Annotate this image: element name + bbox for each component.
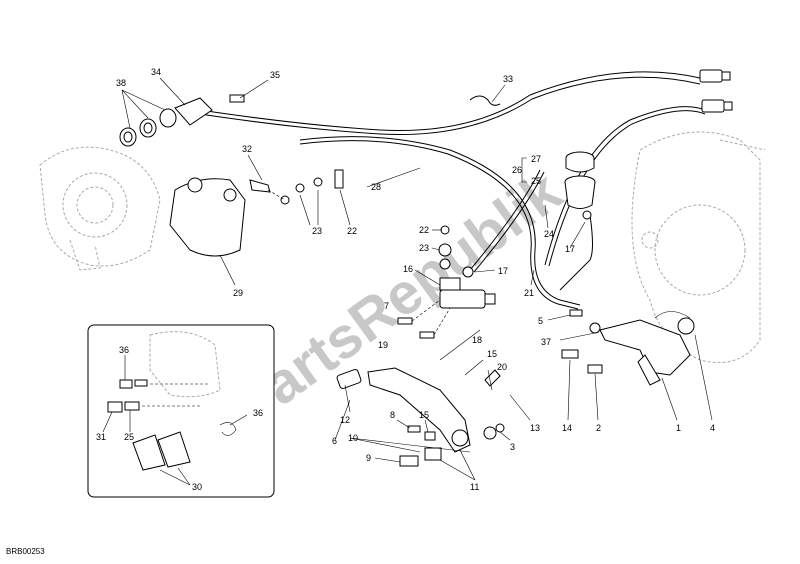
callout-29: 29 (233, 288, 243, 298)
callout-10: 10 (348, 433, 358, 443)
callout-25-inset: 25 (124, 432, 134, 442)
fluid-reservoir (521, 151, 596, 220)
callout-33: 33 (503, 74, 513, 84)
hose-clip (469, 95, 501, 106)
callout-7: 7 (384, 301, 389, 311)
callout-2: 2 (596, 423, 601, 433)
brake-pedal (336, 367, 505, 467)
callout-20: 20 (497, 362, 507, 372)
inset-detail-box (87, 324, 275, 498)
callout-5: 5 (538, 316, 543, 326)
callout-17-mid: 17 (498, 266, 508, 276)
callout-1: 1 (676, 423, 681, 433)
callout-37: 37 (541, 337, 551, 347)
master-cylinder (438, 225, 496, 309)
callout-3: 3 (510, 442, 515, 452)
callout-9: 9 (366, 453, 371, 463)
callout-8: 8 (390, 410, 395, 420)
callout-15-lower: 15 (419, 410, 429, 420)
callout-22-mid: 22 (419, 225, 429, 235)
callout-17-right: 17 (565, 244, 575, 254)
callout-6: 6 (332, 436, 337, 446)
callout-14: 14 (562, 423, 572, 433)
pedal-linkage (561, 309, 695, 386)
callout-34: 34 (151, 67, 161, 77)
leader-lines (102, 77, 713, 486)
mounting-bolts (397, 299, 451, 339)
callout-36-inset-top: 36 (119, 345, 129, 355)
diagram-reference-code: BRB00253 (6, 547, 45, 556)
callout-35: 35 (270, 70, 280, 80)
callout-24: 24 (544, 229, 554, 239)
callout-13: 13 (530, 423, 540, 433)
callout-23-mid: 23 (419, 243, 429, 253)
caliper-fittings (267, 169, 344, 205)
callout-18: 18 (472, 335, 482, 345)
callout-23-left: 23 (312, 226, 322, 236)
callout-31: 31 (96, 432, 106, 442)
callout-12: 12 (340, 415, 350, 425)
callout-32: 32 (242, 144, 252, 154)
callout-26: 26 (512, 165, 522, 175)
pushrod (439, 329, 481, 361)
callout-11: 11 (470, 482, 479, 492)
callout-22-left: 22 (347, 226, 357, 236)
brake-caliper (169, 177, 271, 257)
callout-38: 38 (116, 78, 126, 88)
callout-25-upper: 25 (531, 176, 541, 186)
callout-28: 28 (371, 182, 381, 192)
callout-15-upper: 15 (487, 349, 497, 359)
electrical-connectors (699, 69, 733, 113)
callout-27: 27 (531, 154, 541, 164)
callout-labels: 38 34 35 33 32 27 26 25 28 24 23 22 22 2… (96, 67, 715, 492)
callout-4: 4 (710, 423, 715, 433)
callout-21: 21 (524, 288, 534, 298)
callout-16: 16 (403, 264, 413, 274)
hoses-and-cables (199, 71, 706, 310)
callout-30: 30 (192, 482, 202, 492)
callout-19: 19 (378, 340, 388, 350)
banjo-fitting-group (119, 94, 245, 147)
callout-36-inset-right: 36 (253, 408, 263, 418)
